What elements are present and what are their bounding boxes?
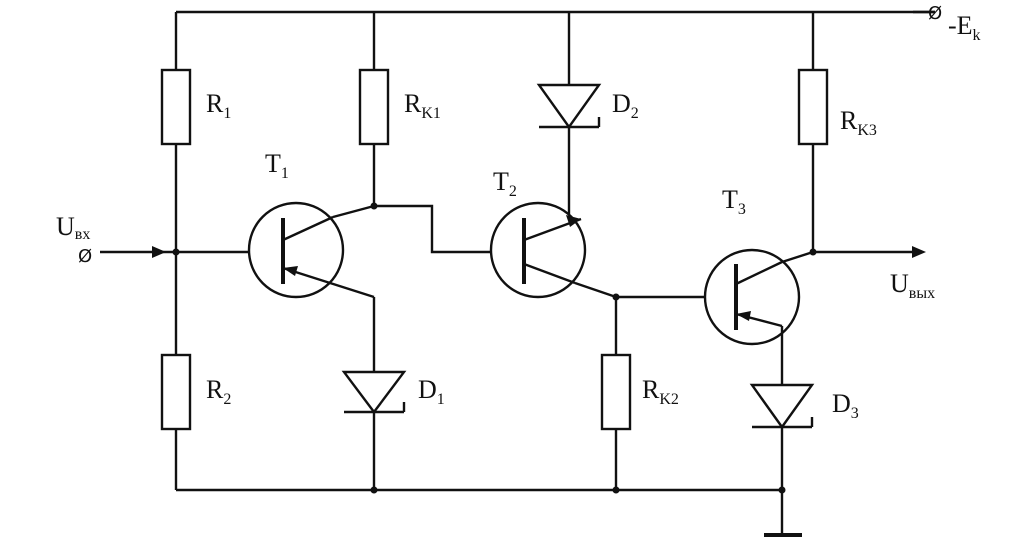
resistor-r1 (160, 68, 192, 146)
transistor-t3 (703, 248, 814, 346)
transistor-t1 (247, 201, 375, 299)
diode-d1 (341, 370, 407, 414)
input-arrow (152, 246, 166, 258)
resistor-r2 (160, 353, 192, 431)
diode-d3 (749, 383, 815, 430)
label-d3: D3 (832, 389, 859, 422)
label-rk3: RK3 (840, 106, 877, 139)
label-input: Uвх (56, 212, 90, 243)
diode-d2 (536, 83, 602, 130)
label-r2: R2 (206, 375, 231, 408)
input-terminal-icon: Ø (78, 246, 92, 267)
label-t1: T1 (265, 149, 289, 182)
t1-t2-coupling-wire (374, 204, 524, 254)
input-junction (172, 248, 180, 256)
output-arrow (912, 246, 926, 258)
label-supply: -Ek (948, 11, 981, 44)
rk2-ground-junction (612, 486, 620, 494)
label-r1: R1 (206, 89, 231, 122)
label-d1: D1 (418, 375, 445, 408)
d3-ground-junction (778, 486, 786, 494)
supply-terminal-icon: Ø (928, 3, 942, 24)
d1-ground-junction (370, 486, 378, 494)
resistor-rk2 (600, 353, 632, 431)
label-t3: T3 (722, 185, 746, 218)
transistor-t2 (489, 201, 617, 299)
label-d2: D2 (612, 89, 639, 122)
resistor-rk1 (358, 68, 390, 146)
resistor-rk3 (797, 68, 829, 146)
label-rk1: RK1 (404, 89, 441, 122)
label-rk2: RK2 (642, 375, 679, 408)
label-t2: T2 (493, 167, 517, 200)
label-output: Uвых (890, 269, 935, 302)
